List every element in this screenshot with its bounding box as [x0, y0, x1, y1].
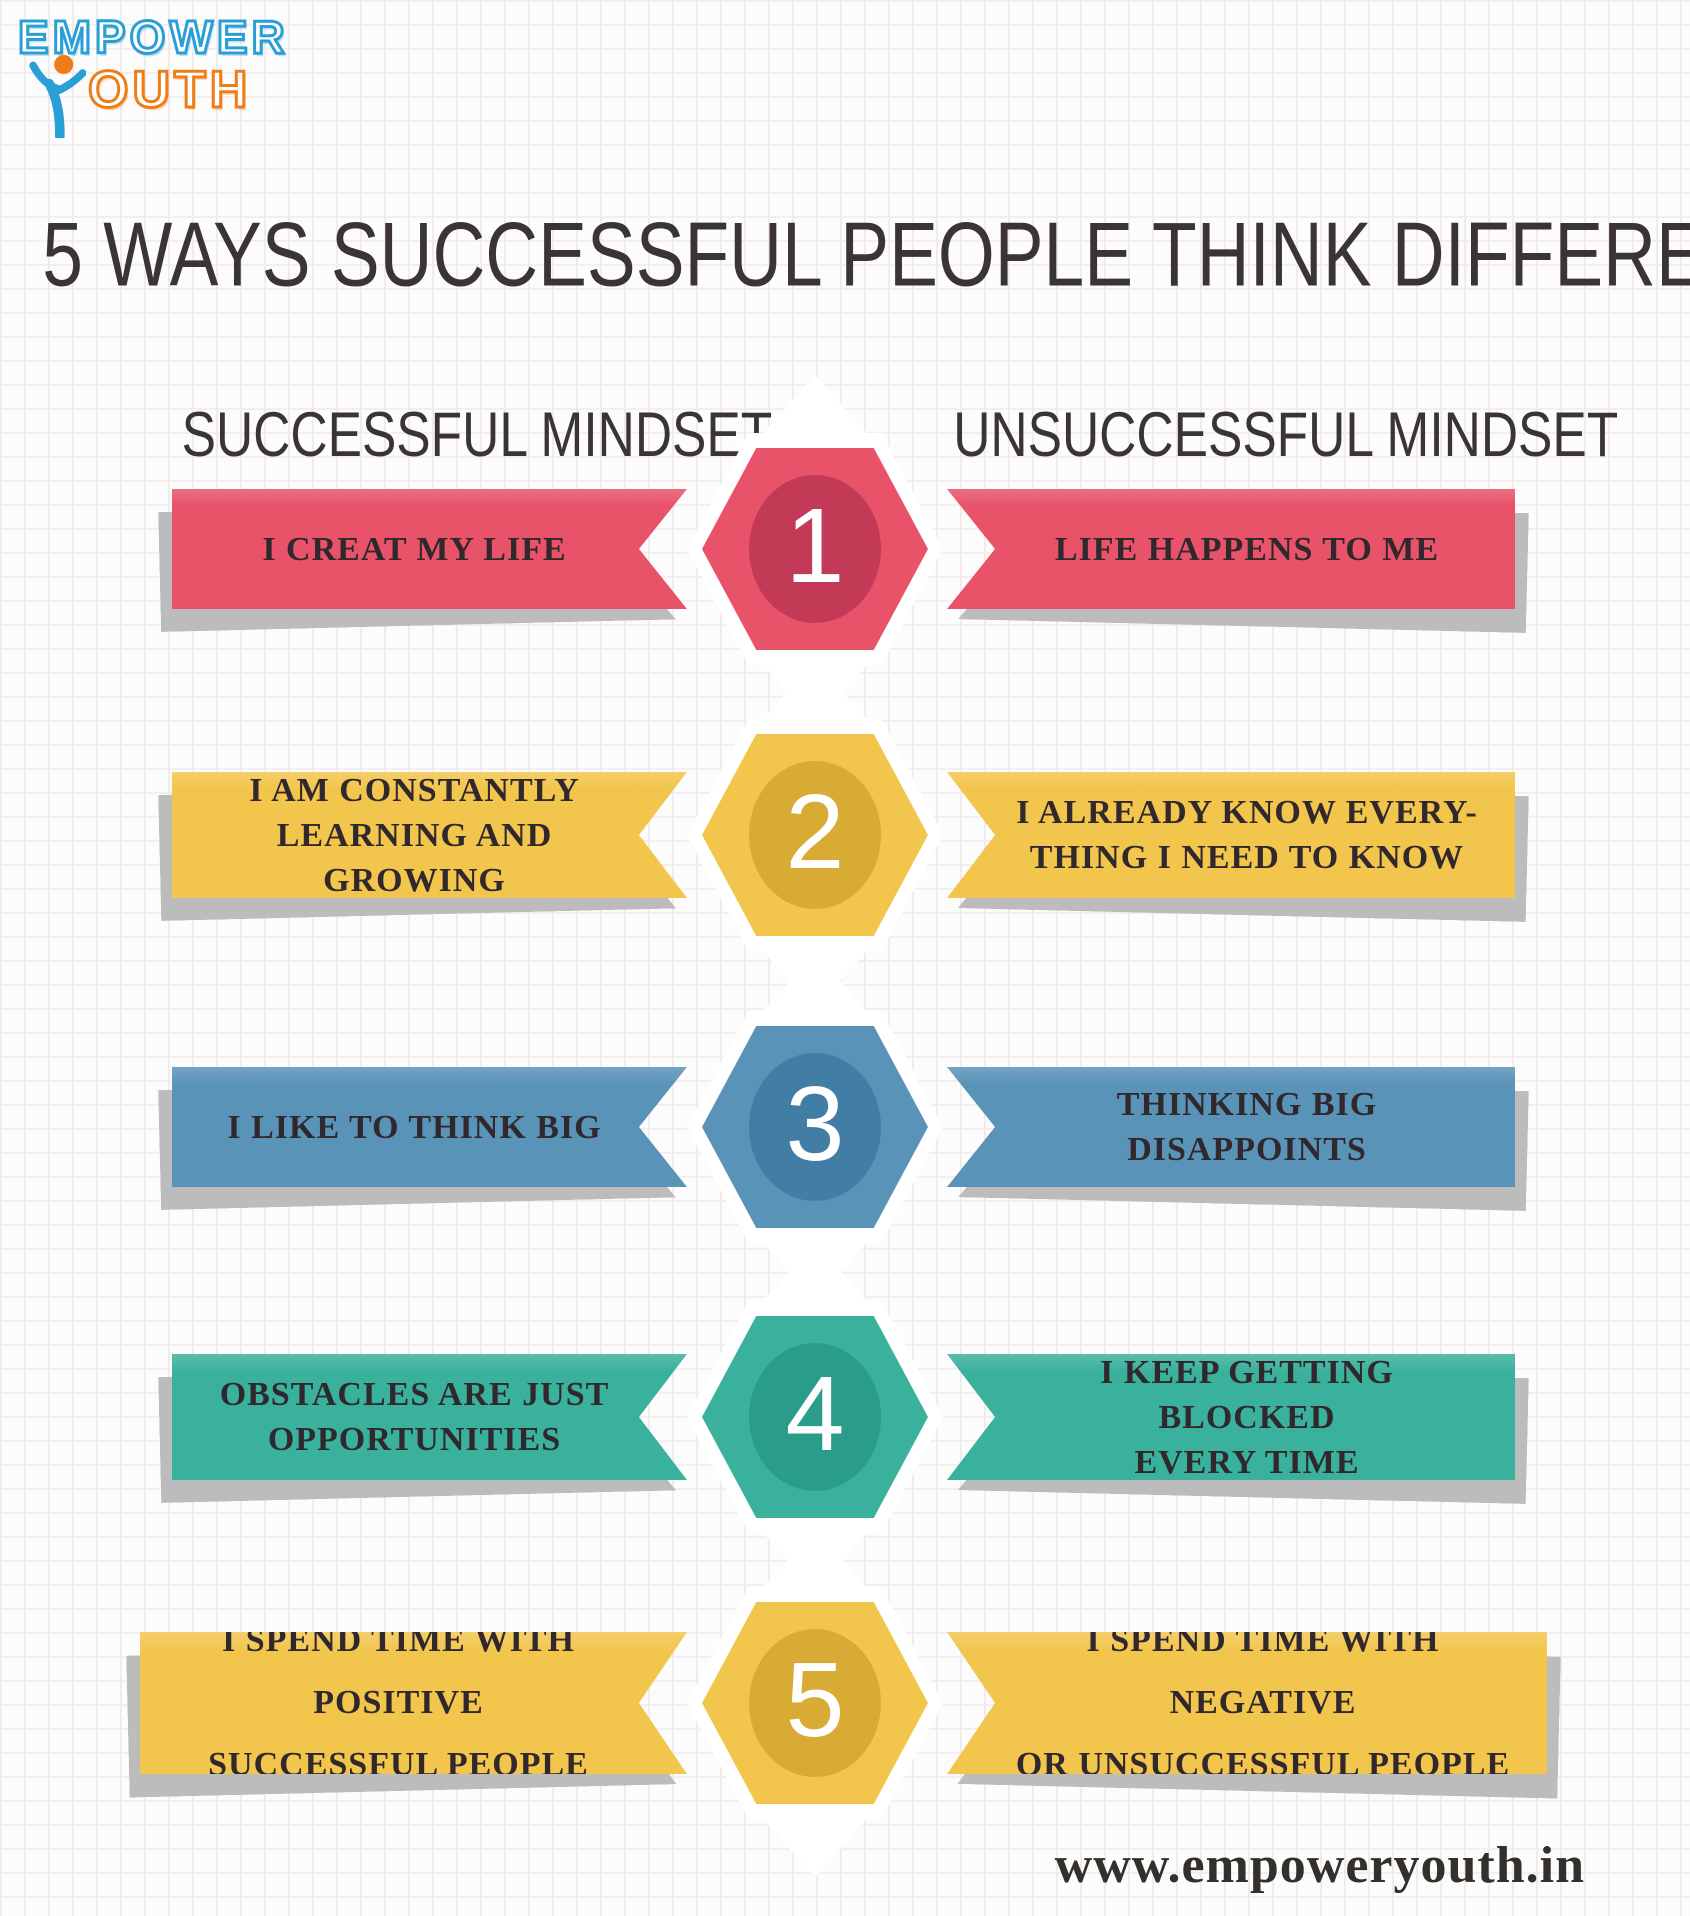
banner-line: I SPEND TIME WITH POSITIVE [222, 1622, 575, 1721]
banner-line: I LIKE TO THINK BIG [227, 1108, 602, 1146]
page-title: 5 WAYS SUCCESSFUL PEOPLE THINK DIFFERENT… [42, 204, 1690, 306]
unsuccessful-banner: I ALREADY KNOW EVERY- THING I NEED TO KN… [947, 772, 1515, 898]
successful-banner: I LIKE TO THINK BIG [172, 1067, 687, 1187]
successful-mindset-header: SUCCESSFUL MINDSET [181, 399, 773, 470]
banner-text: I AM CONSTANTLY LEARNING AND GROWING [200, 768, 629, 903]
banner-line: I CREAT MY LIFE [262, 530, 567, 568]
banner-line: LEARNING AND GROWING [276, 816, 553, 899]
hexagon-badge: 2 [749, 761, 881, 909]
unsuccessful-banner: I SPEND TIME WITH NEGATIVE OR UNSUCCESSF… [947, 1632, 1547, 1774]
banner-line: THING I NEED TO KNOW [1029, 839, 1465, 876]
hexagon: 5 [702, 1602, 928, 1804]
banner-text: I CREAT MY LIFE [262, 527, 566, 572]
logo-youth-text: OUTH [86, 60, 252, 121]
banner-line: OBSTACLES ARE JUST [219, 1376, 610, 1413]
banner-text: THINKING BIG DISAPPOINTS [1009, 1082, 1485, 1172]
banner-face: I KEEP GETTING BLOCKED EVERY TIME [947, 1354, 1515, 1480]
person-figure-icon [29, 54, 86, 138]
unsuccessful-banner: LIFE HAPPENS TO ME [947, 489, 1515, 609]
mindset-row-1: I CREAT MY LIFE 1 LIFE HAPPENS TO ME [0, 375, 1690, 723]
banner-text: I ALREADY KNOW EVERY- THING I NEED TO KN… [1016, 790, 1478, 880]
banner-face: I LIKE TO THINK BIG [172, 1067, 687, 1187]
empower-youth-logo: EMPOWER OUTH [17, 10, 289, 138]
hexagon-ring: 3 [687, 1011, 943, 1243]
hexagon-number: 3 [785, 1065, 845, 1183]
banner-line: I ALREADY KNOW EVERY- [1016, 794, 1478, 831]
banner-line: I AM CONSTANTLY [249, 771, 580, 809]
banner-face: OBSTACLES ARE JUST OPPORTUNITIES [172, 1354, 687, 1480]
banner-line: LIFE HAPPENS TO ME [1054, 530, 1440, 568]
hexagon-number: 2 [785, 773, 845, 891]
banner-line: OPPORTUNITIES [267, 1421, 562, 1458]
hexagon: 2 [702, 734, 928, 936]
banner-face: THINKING BIG DISAPPOINTS [947, 1067, 1515, 1187]
banner-text: LIFE HAPPENS TO ME [1055, 527, 1439, 572]
mindset-row-2: I AM CONSTANTLY LEARNING AND GROWING 2 I… [0, 661, 1690, 1009]
banner-face: I SPEND TIME WITH POSITIVE SUCCESSFUL PE… [140, 1632, 687, 1774]
hexagon-badge: 3 [749, 1053, 881, 1201]
hexagon-badge: 4 [749, 1343, 881, 1491]
successful-banner: I AM CONSTANTLY LEARNING AND GROWING [172, 772, 687, 898]
mindset-row-4: OBSTACLES ARE JUST OPPORTUNITIES 4 I KEE… [0, 1243, 1690, 1591]
hexagon-ring: 1 [687, 433, 943, 665]
banner-text: I KEEP GETTING BLOCKED EVERY TIME [1009, 1353, 1485, 1481]
hexagon: 1 [702, 448, 928, 650]
banner-line: I SPEND TIME WITH NEGATIVE [1086, 1622, 1440, 1721]
banner-text: OBSTACLES ARE JUST OPPORTUNITIES [220, 1372, 610, 1462]
banner-text: I SPEND TIME WITH NEGATIVE OR UNSUCCESSF… [1009, 1622, 1517, 1783]
successful-banner: I SPEND TIME WITH POSITIVE SUCCESSFUL PE… [140, 1632, 687, 1774]
hexagon-number: 4 [785, 1355, 845, 1473]
unsuccessful-banner: I KEEP GETTING BLOCKED EVERY TIME [947, 1354, 1515, 1480]
logo-youth-row: OUTH [28, 54, 289, 138]
hexagon-badge: 5 [749, 1629, 881, 1777]
footer-website: www.empoweryouth.in [1054, 1837, 1585, 1894]
banner-text: I LIKE TO THINK BIG [227, 1105, 601, 1150]
banner-face: I CREAT MY LIFE [172, 489, 687, 609]
mindset-row-3: I LIKE TO THINK BIG 3 THINKING BIG DISAP… [0, 953, 1690, 1301]
banner-face: I SPEND TIME WITH NEGATIVE OR UNSUCCESSF… [947, 1632, 1547, 1774]
banner-line: OR UNSUCCESSFUL PEOPLE [1015, 1746, 1511, 1783]
unsuccessful-banner: THINKING BIG DISAPPOINTS [947, 1067, 1515, 1187]
successful-banner: OBSTACLES ARE JUST OPPORTUNITIES [172, 1354, 687, 1480]
hexagon-ring: 5 [687, 1587, 943, 1819]
banner-line: EVERY TIME [1134, 1443, 1360, 1481]
banner-line: THINKING BIG DISAPPOINTS [1116, 1086, 1378, 1168]
banner-line: I KEEP GETTING BLOCKED [1100, 1353, 1394, 1436]
hexagon-ring: 2 [687, 719, 943, 951]
hexagon-number: 5 [785, 1641, 845, 1759]
banner-face: I AM CONSTANTLY LEARNING AND GROWING [172, 772, 687, 898]
successful-banner: I CREAT MY LIFE [172, 489, 687, 609]
hexagon-ring: 4 [687, 1301, 943, 1533]
banner-face: I ALREADY KNOW EVERY- THING I NEED TO KN… [947, 772, 1515, 898]
banner-text: I SPEND TIME WITH POSITIVE SUCCESSFUL PE… [168, 1610, 629, 1796]
hexagon: 3 [702, 1026, 928, 1228]
banner-face: LIFE HAPPENS TO ME [947, 489, 1515, 609]
hexagon: 4 [702, 1316, 928, 1518]
hexagon-number: 1 [785, 487, 845, 605]
hexagon-badge: 1 [749, 475, 881, 623]
mindset-row-5: I SPEND TIME WITH POSITIVE SUCCESSFUL PE… [0, 1529, 1690, 1877]
